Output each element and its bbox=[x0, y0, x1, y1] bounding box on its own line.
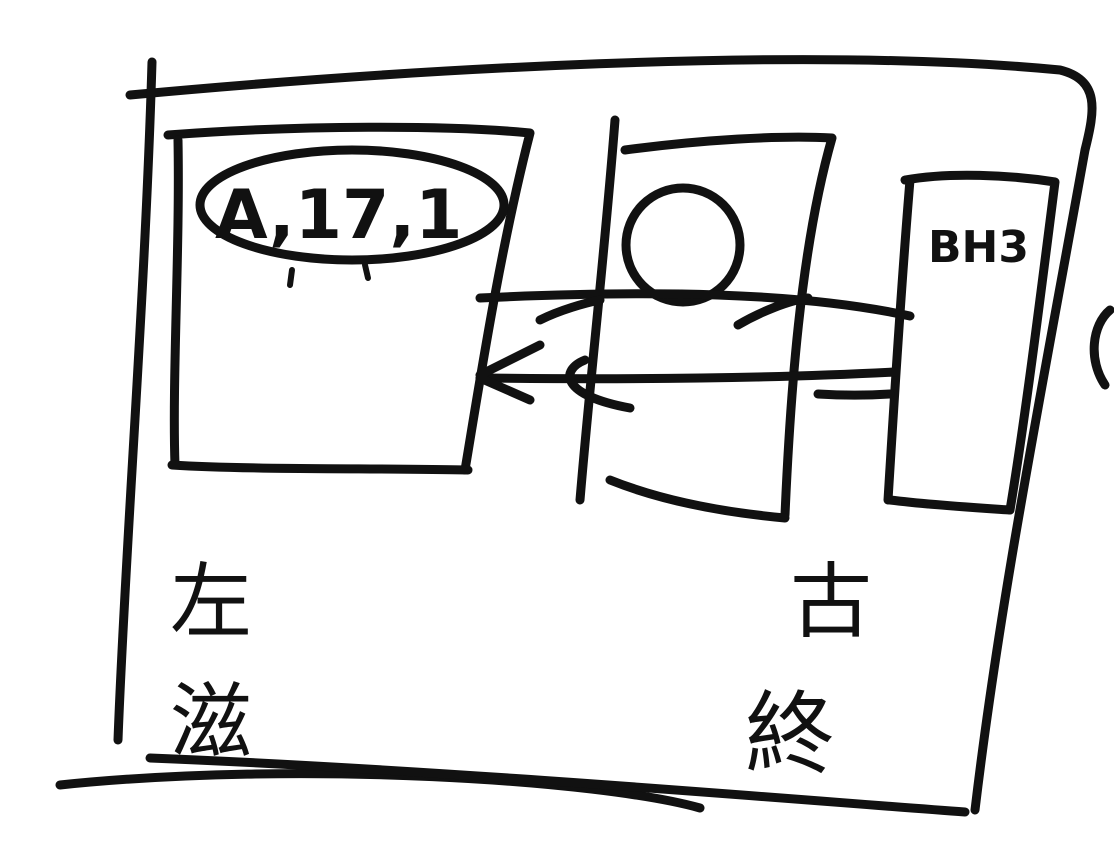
connector-arrows bbox=[475, 289, 915, 413]
middle-column bbox=[575, 115, 837, 523]
left-label-ellipse bbox=[195, 145, 509, 265]
right-container bbox=[883, 170, 1060, 515]
left-box-label: A,17,1 bbox=[215, 176, 463, 255]
left-label-underline-marks bbox=[287, 262, 371, 288]
right-caption-line-2: 終 bbox=[745, 682, 835, 787]
right-caption-line-1: 古 bbox=[790, 555, 872, 650]
right-box-label: BH3 bbox=[928, 222, 1029, 273]
left-caption-line-2: 滋 bbox=[170, 675, 252, 770]
edge-partial-mark bbox=[1089, 305, 1114, 390]
outer-frame bbox=[55, 55, 1097, 817]
left-caption-line-1: 左 bbox=[170, 555, 252, 650]
middle-circle-node bbox=[621, 183, 745, 307]
